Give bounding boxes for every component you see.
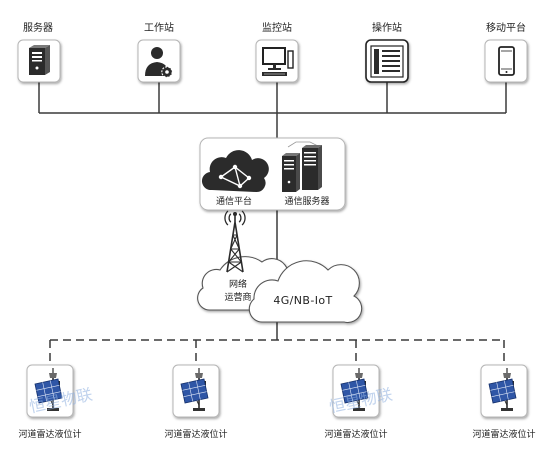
iot-cloud: 4G/NB-IoT: [248, 260, 363, 324]
comm-platform-label: 通信平台: [216, 195, 252, 207]
operator-label-line2: 运营商: [224, 291, 251, 303]
desktop-computer-icon: [262, 47, 294, 76]
mobile-phone-icon: [498, 46, 515, 76]
cell-tower-icon: [224, 210, 246, 273]
gear-icon: [161, 66, 173, 78]
operation-station-label: 操作站: [372, 21, 402, 34]
mobile-platform-node: [484, 39, 528, 83]
top-bus-lines: [38, 82, 507, 340]
radar-level-sensor-icon: [180, 368, 209, 411]
workstation-node: [137, 39, 181, 83]
mobile-platform-label: 移动平台: [486, 21, 526, 34]
radar-level-sensor-icon: [34, 368, 63, 411]
operation-station-node: [365, 39, 409, 83]
server-icon: [29, 45, 50, 75]
server-node: [17, 39, 61, 83]
operator-label-line1: 网络: [229, 278, 247, 290]
workstation-label: 工作站: [144, 21, 174, 34]
device-4-label: 河道雷达液位计: [472, 428, 535, 440]
field-dashed-bus: [49, 339, 505, 365]
communication-box: 通信平台 通信服务器: [199, 137, 346, 211]
iot-cloud-shape: [248, 260, 363, 324]
server-rack-icon: [282, 141, 322, 192]
workstation-user-icon: [145, 47, 173, 78]
device-2: [172, 364, 220, 418]
server-label: 服务器: [23, 21, 53, 34]
protocol-label: 4G/NB-IoT: [273, 294, 332, 307]
device-2-label: 河道雷达液位计: [164, 428, 227, 440]
device-1-label: 河道雷达液位计: [18, 428, 81, 440]
monitor-station-node: [255, 39, 299, 83]
device-4: [480, 364, 528, 418]
device-1: [26, 364, 74, 418]
operation-list-icon: [370, 45, 404, 78]
radar-level-sensor-icon: [488, 368, 517, 411]
device-3-label: 河道雷达液位计: [324, 428, 387, 440]
radar-level-sensor-icon: [340, 368, 369, 411]
device-3: [332, 364, 380, 418]
network-cloud-icon: [201, 150, 269, 193]
monitor-station-label: 监控站: [262, 21, 292, 34]
comm-server-label: 通信服务器: [284, 195, 329, 207]
